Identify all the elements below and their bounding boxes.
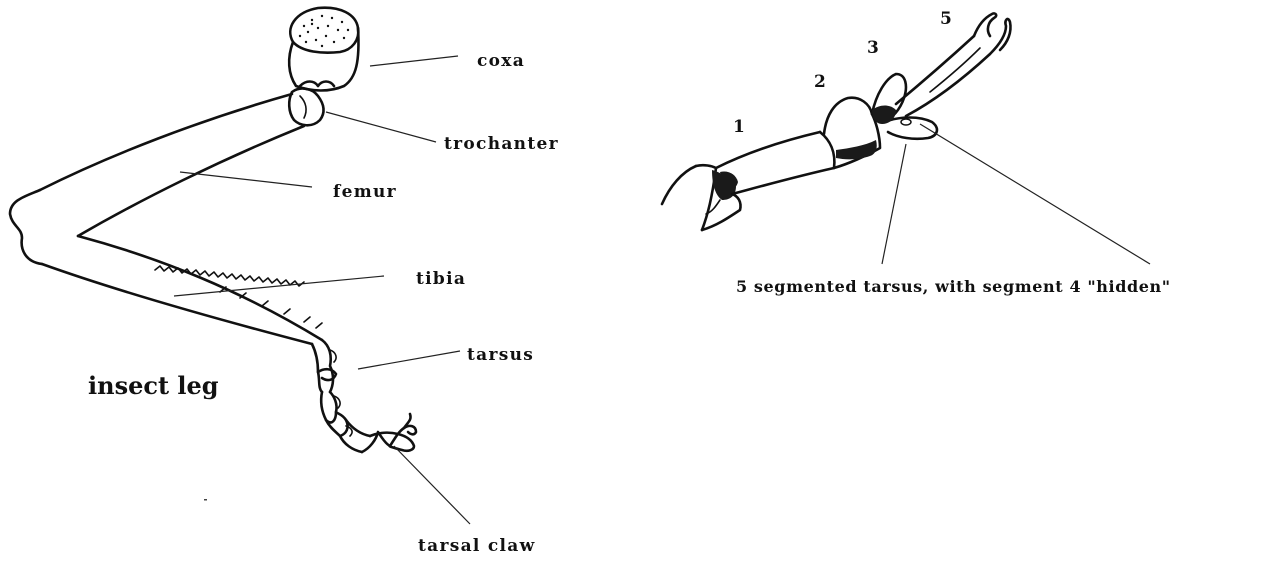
segment-number-5: 5	[940, 9, 952, 29]
segment-number-3: 3	[867, 38, 879, 58]
femur-shape	[10, 94, 304, 264]
label-tarsus: tarsus	[467, 345, 534, 365]
label-tibia: tibia	[416, 269, 466, 289]
label-tarsal-claw: tarsal claw	[418, 536, 536, 556]
diagram-title: insect leg	[88, 371, 219, 400]
tarsus-caption: 5 segmented tarsus, with segment 4 "hidd…	[736, 277, 1171, 296]
tarsal-claw-shape	[362, 414, 416, 452]
tarsus-shape	[312, 340, 370, 452]
tibia-shape	[42, 236, 322, 344]
label-coxa: coxa	[477, 51, 525, 71]
leader-lines-right	[882, 124, 1150, 264]
label-trochanter: trochanter	[444, 134, 559, 154]
label-femur: femur	[333, 182, 397, 202]
segment-number-1: 1	[733, 117, 745, 137]
coxa-shape	[289, 8, 358, 91]
leader-lines-left	[174, 56, 470, 524]
segment-number-2: 2	[814, 72, 826, 92]
tarsus-detail-drawing	[662, 13, 1011, 230]
